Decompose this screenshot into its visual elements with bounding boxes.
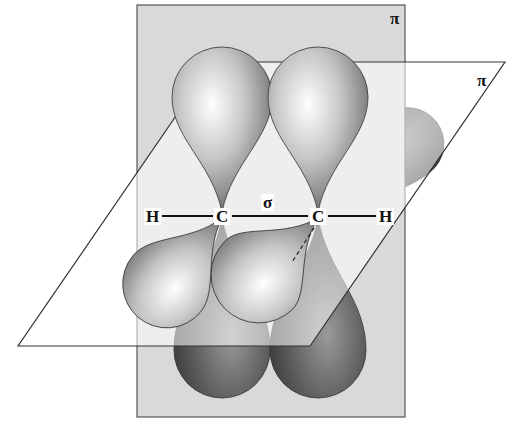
p-orbital-lobe bbox=[191, 183, 351, 342]
bond-label: σ bbox=[261, 194, 274, 211]
plane-label: π bbox=[388, 10, 401, 27]
atom-label: C bbox=[310, 208, 326, 225]
bond-lines bbox=[162, 215, 376, 217]
p-orbital-lobe bbox=[105, 190, 256, 346]
atom-label: C bbox=[214, 208, 230, 225]
p-orbital-lobe bbox=[268, 47, 368, 212]
p-orbital-lobe bbox=[172, 47, 272, 212]
hidden-edge bbox=[292, 222, 318, 262]
atom-label: H bbox=[377, 208, 394, 225]
plane-label: π bbox=[475, 72, 488, 89]
atom-label: H bbox=[144, 208, 161, 225]
